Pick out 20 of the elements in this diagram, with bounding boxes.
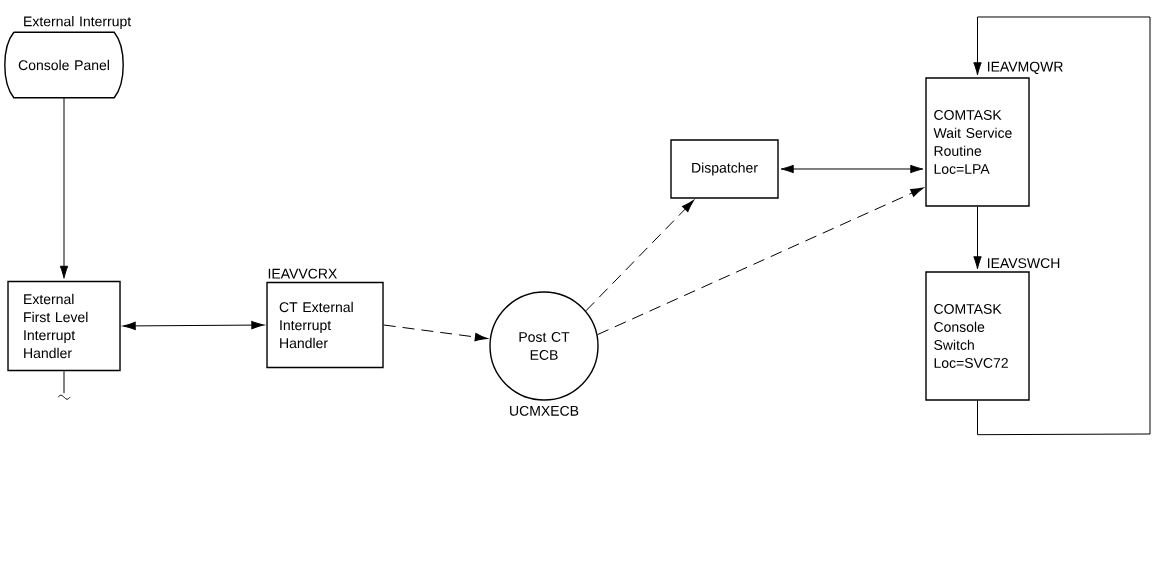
process-box: Dispatcher <box>670 139 779 199</box>
node-caption: UCMXECB <box>510 405 579 416</box>
process-box: CT External Interrupt Handler <box>266 281 384 369</box>
connector-line <box>57 370 71 400</box>
arrow <box>585 200 695 312</box>
node-heading: IEAVVCRX <box>268 268 337 279</box>
process-box: External First Level Interrupt Handler <box>7 280 121 372</box>
process-box: COMTASK Console Switch Loc=SVC72 <box>925 271 1030 401</box>
arrow <box>780 164 924 174</box>
arrow <box>973 206 982 270</box>
arrow <box>383 324 488 342</box>
arrow <box>122 320 265 331</box>
arrow <box>597 187 924 336</box>
node-heading: IEAVMQWR <box>988 61 1063 75</box>
process-box: COMTASK Wait Service Routine Loc=LPA <box>925 77 1030 207</box>
arrow <box>973 16 1151 436</box>
display-shape: Console Panel <box>4 31 124 99</box>
node-heading: External Interrupt <box>24 16 132 30</box>
node-heading: IEAVSWCH <box>988 258 1060 269</box>
arrow <box>59 97 69 279</box>
